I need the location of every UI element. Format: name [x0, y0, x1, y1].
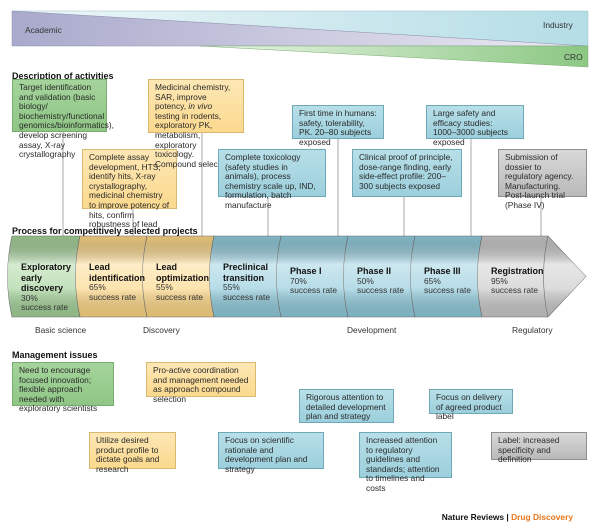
activity-lead-identification: Complete assay development, HTS, identif…: [82, 149, 177, 229]
activity-lead-optimization: Medicinal chemistry, SAR, improve potenc…: [148, 79, 244, 169]
credit-separator: |: [504, 512, 512, 522]
stage-success-rate: 65%: [424, 275, 441, 286]
management-lead-identification: Utilize desired product profile to dicta…: [89, 432, 176, 474]
activity-text: testing in rodents, exploratory PK, meta…: [155, 110, 232, 169]
stage-success-rate-label: success rate: [424, 285, 472, 296]
stage-name: Preclinical transition: [223, 262, 269, 283]
stage-success-rate-label: success rate: [21, 302, 69, 313]
phase-label-basic-science: Basic science: [35, 325, 87, 335]
stage-success-rate: 95%: [491, 275, 508, 286]
process-section-title: Process for competitively selected proje…: [12, 226, 198, 236]
journal-section: Drug Discovery: [511, 512, 573, 522]
stage-success-rate: 70%: [290, 275, 307, 286]
stage-shading: [75, 236, 147, 317]
sector-bands: [11, 10, 589, 68]
cro-band: [199, 45, 589, 68]
phase-label-discovery: Discovery: [143, 325, 180, 335]
arrow-cap-curve: [543, 235, 549, 318]
activity-text-italic: in vivo: [188, 101, 213, 112]
academic-label: Academic: [25, 25, 62, 35]
management-registration: Label: increased specificity and definit…: [491, 432, 587, 464]
connector-lines: [62, 131, 542, 236]
stage-shading: [343, 236, 415, 317]
journal-name: Nature Reviews: [441, 512, 505, 522]
activity-phase-1: First time in humans: safety, tolerabili…: [292, 105, 384, 147]
stage-success-rate: 30%: [21, 292, 38, 303]
activity-phase-3: Large safety and efficacy studies: 1000–…: [426, 105, 524, 147]
phase-label-regulatory: Regulatory: [512, 325, 553, 335]
stage-success-rate-label: success rate: [357, 285, 405, 296]
stage-shading: [410, 236, 482, 317]
cro-label: CRO: [564, 52, 583, 62]
management-preclinical: Focus on scientific rationale and develo…: [218, 432, 324, 474]
stage-shading: [142, 236, 214, 317]
stage-success-rate: 55%: [223, 282, 240, 292]
management-exploratory: Need to encourage focused innovation; fl…: [12, 362, 114, 413]
activity-registration: Submission of dossier to regulatory agen…: [498, 149, 587, 210]
activity-text: Medicinal chemistry, SAR, improve potenc…: [155, 82, 231, 112]
stage-success-rate: 65%: [89, 282, 106, 292]
management-phase-2: Increased attention to regulatory guidel…: [359, 432, 452, 493]
management-phase-1: Rigorous attention to detailed developme…: [299, 389, 394, 423]
activities-section-title: Description of activities: [12, 71, 114, 81]
phase-label-development: Development: [347, 325, 397, 335]
stage-success-rate: 55%: [156, 282, 173, 292]
stage-success-rate-label: success rate: [223, 291, 271, 302]
stage-shading: [477, 236, 586, 317]
stage-success-rate-label: success rate: [156, 291, 204, 302]
stage-success-rate-label: success rate: [290, 285, 338, 296]
stage-name: Registration: [491, 266, 544, 276]
industry-label: Industry: [543, 20, 573, 30]
stage-name: Phase I: [290, 266, 322, 276]
management-lead-optimization: Pro-active coordination and management n…: [146, 362, 256, 404]
activity-target-identification: Target identification and validation (ba…: [12, 79, 114, 159]
stage-name: Lead identification: [89, 262, 145, 283]
stage-name: Exploratory early discovery: [21, 262, 72, 293]
activity-phase-2: Clinical proof of principle, dose-range …: [352, 149, 462, 197]
stage-shading: [276, 236, 348, 317]
journal-credit: Nature Reviews | Drug Discovery: [442, 512, 573, 522]
stage-name: Phase II: [357, 266, 392, 276]
stage-success-rate: 50%: [357, 275, 374, 286]
management-phase-3: Focus on delivery of agreed product labe…: [429, 389, 513, 421]
management-section-title: Management issues: [12, 350, 98, 360]
stage-shading: [7, 236, 80, 317]
stage-name: Lead optimization: [156, 262, 209, 283]
stage-success-rate-label: success rate: [89, 291, 137, 302]
process-arrow: [7, 235, 587, 318]
stage-success-rate-label: success rate: [491, 285, 539, 296]
stage-name: Phase III: [424, 266, 461, 276]
stage-shading: [209, 236, 281, 317]
activity-preclinical: Complete toxicology (safety studies in a…: [218, 149, 326, 210]
